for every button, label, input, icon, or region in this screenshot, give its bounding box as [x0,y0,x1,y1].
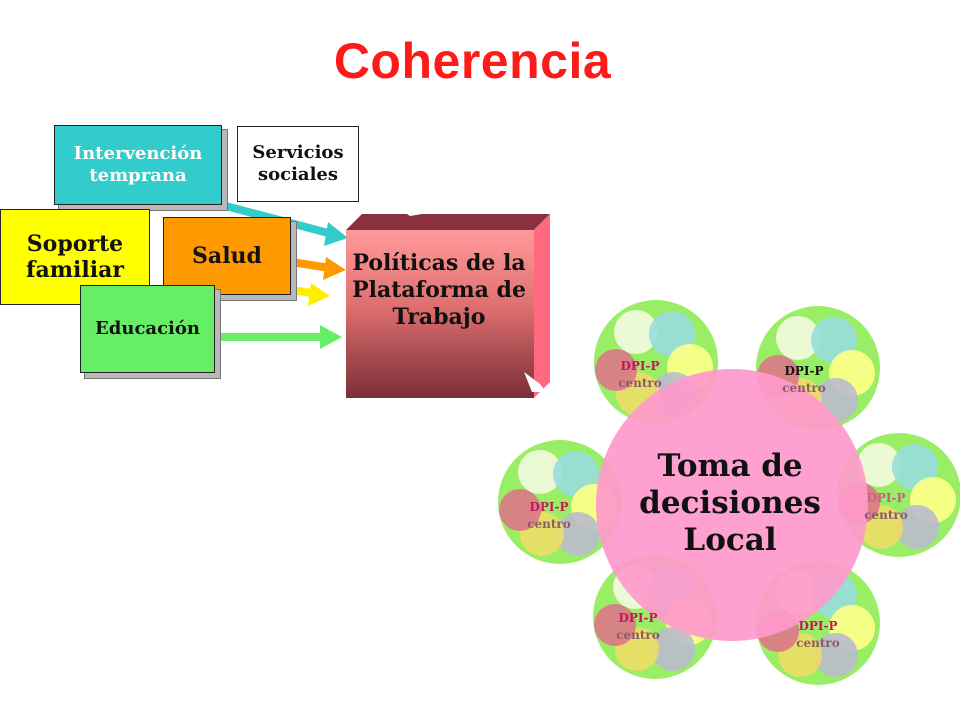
cluster-label-line1: DPI-P [798,619,838,633]
decision-hub-label: Toma de decisiones Local [639,448,821,559]
cluster-bubble [857,443,901,487]
cluster-label: DPI-P centro [846,490,926,525]
cluster-bubble [595,349,637,391]
cluster-label: DPI-P centro [509,499,589,534]
cluster-label: DPI-P centro [764,363,844,398]
cluster-label: DPI-P centro [778,618,858,653]
page-title: Coherencia [333,33,612,89]
decision-hub-circle [596,369,868,641]
cluster-label: DPI-P centro [600,358,680,393]
cluster-label-line1: DPI-P [620,359,660,373]
cluster-label-line1: DPI-P [866,491,906,505]
box-servicios-sociales: Servicios sociales [237,126,359,202]
cluster-bubble [814,633,858,677]
cluster-label-line2: centro [618,376,662,391]
cluster-bubble [499,489,541,531]
arrow-salud [290,257,346,280]
cluster-bubble [594,604,636,646]
cluster-bubble [651,627,695,671]
cluster-label-line2: centro [864,508,908,523]
cluster-label-line2: centro [616,628,660,643]
cluster-label-line1: DPI-P [529,500,569,514]
cluster-bubble [518,450,562,494]
arrow-soporte [290,283,330,306]
cluster-bubble [556,512,600,556]
cluster-bubble [776,316,820,360]
cluster-label-line1: DPI-P [618,611,658,625]
arrow-educacion [215,325,342,349]
box-salud: Salud [163,217,291,295]
cluster-label-line2: centro [527,517,571,532]
cluster-bubble [614,310,658,354]
cluster-label-line1: DPI-P [784,364,824,378]
cluster-label-line2: centro [782,381,826,396]
policy-box-label: Políticas de la Plataforma de Trabajo [352,250,526,330]
box-intervencion-temprana: Intervención temprana [54,125,222,205]
cluster-label-line2: centro [796,636,840,651]
box-educacion: Educación [80,285,215,373]
dpi-cluster [837,433,960,557]
policy-box [346,205,550,398]
cluster-group [498,300,960,685]
cluster-label: DPI-P centro [598,610,678,645]
cluster-bubble [895,505,939,549]
